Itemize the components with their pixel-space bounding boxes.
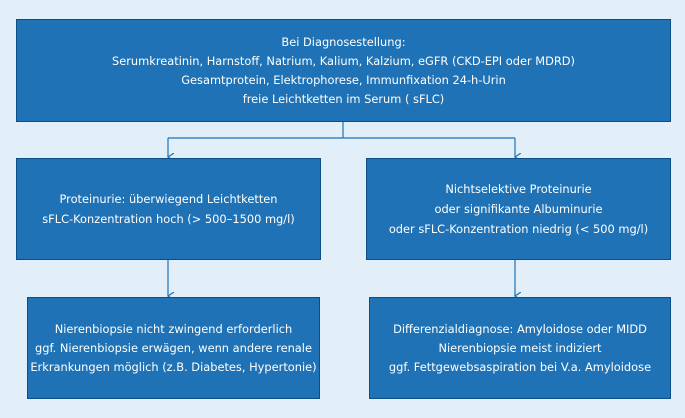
bottom-left-line-2: ggf. Nierenbiopsie erwägen, wenn andere … bbox=[35, 340, 312, 355]
nonselective-proteinuria-box: Nichtselektive Proteinurie oder signifik… bbox=[366, 158, 671, 260]
mid-left-line-1: Proteinurie: überwiegend Leichtketten bbox=[59, 192, 278, 206]
mid-right-line-2: oder signifikante Albuminurie bbox=[434, 202, 603, 216]
diagnosis-line-urine: Gesamtprotein, Elektrophorese, Immunfixa… bbox=[181, 72, 506, 87]
diagnosis-title: Bei Diagnosestellung: bbox=[281, 34, 406, 49]
diagnosis-line-sflc: freie Leichtketten im Serum ( sFLC) bbox=[242, 91, 445, 106]
diagnosis-line-serum: Serumkreatinin, Harnstoff, Natrium, Kali… bbox=[111, 53, 575, 68]
biopsy-optional-box: Nierenbiopsie nicht zwingend erforderlic… bbox=[27, 297, 320, 399]
mid-right-line-3: oder sFLC-Konzentration niedrig (< 500 m… bbox=[388, 222, 649, 236]
bottom-right-line-3: ggf. Fettgewebsaspiration bei V.a. Amylo… bbox=[388, 359, 652, 374]
bottom-right-line-2: Nierenbiopsie meist indiziert bbox=[438, 340, 602, 355]
diagnosis-box: Bei Diagnosestellung: Serumkreatinin, Ha… bbox=[16, 19, 671, 122]
mid-right-line-1: Nichtselektive Proteinurie bbox=[445, 182, 592, 196]
bottom-left-line-1: Nierenbiopsie nicht zwingend erforderlic… bbox=[54, 321, 293, 336]
differential-diagnosis-box: Differenzialdiagnose: Amyloidose oder MI… bbox=[369, 297, 671, 399]
bottom-right-line-1: Differenzialdiagnose: Amyloidose oder MI… bbox=[393, 321, 647, 336]
mid-left-line-2: sFLC-Konzentration hoch (> 500–1500 mg/l… bbox=[42, 212, 295, 226]
bottom-left-line-3: Erkrankungen möglich (z.B. Diabetes, Hyp… bbox=[30, 359, 317, 374]
light-chain-proteinuria-box: Proteinurie: überwiegend Leichtketten sF… bbox=[16, 158, 321, 260]
